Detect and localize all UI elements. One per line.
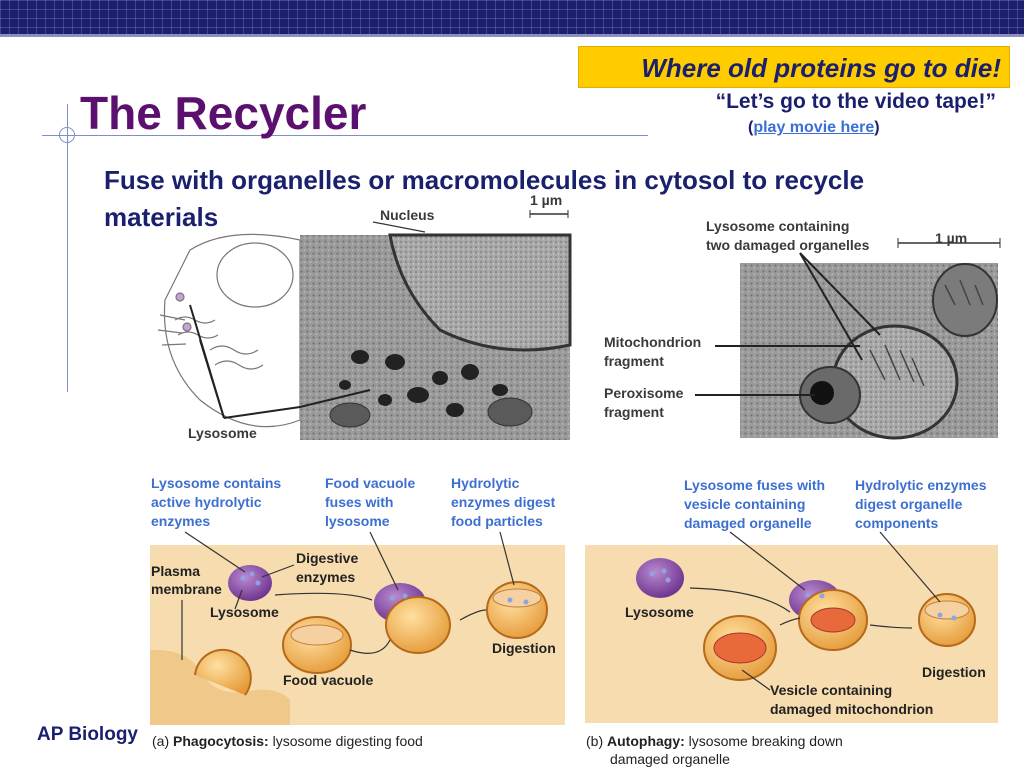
vertical-rule (67, 104, 68, 392)
cell-sketch (157, 233, 301, 428)
svg-text:components: components (855, 515, 938, 531)
video-quote: “Let’s go to the video tape!” (715, 90, 996, 113)
food-vacuole-label: Food vacuole (283, 672, 373, 688)
digestion-label-a: Digestion (492, 640, 556, 656)
title-rule (42, 135, 648, 136)
top-banner (0, 0, 1024, 34)
panel-a-step3: Hydrolytic enzymes digest food particles (451, 475, 556, 529)
slide-title: The Recycler (80, 87, 367, 139)
svg-text:Food vacuole: Food vacuole (325, 475, 415, 491)
perox-label-1: Peroxisome (604, 385, 684, 401)
svg-text:lysosome: lysosome (325, 513, 390, 529)
svg-text:Plasma: Plasma (151, 563, 200, 579)
scale-label-right: 1 µm (935, 230, 967, 246)
svg-text:membrane: membrane (151, 581, 222, 597)
svg-text:vesicle containing: vesicle containing (684, 496, 805, 512)
perox-label-2: fragment (604, 404, 664, 420)
lysosome-label-left: Lysosome (188, 425, 257, 441)
svg-text:damaged organelle: damaged organelle (610, 751, 730, 767)
plasma-membrane-label: Plasma membrane (151, 563, 222, 597)
vesicle-label: Vesicle containing damaged mitochondrion (770, 682, 933, 717)
svg-text:food particles: food particles (451, 513, 543, 529)
svg-text:enzymes: enzymes (296, 569, 355, 585)
svg-text:Vesicle containing: Vesicle containing (770, 682, 892, 698)
svg-text:enzymes digest: enzymes digest (451, 494, 556, 510)
lysosome-label-b: Lysosome (625, 604, 694, 620)
panel-b-step1: Lysosome fuses with vesicle containing d… (684, 477, 825, 531)
svg-text:Hydrolytic: Hydrolytic (451, 475, 520, 491)
crosshair-decoration (59, 127, 75, 143)
right-top-label-2: two damaged organelles (706, 237, 870, 253)
svg-text:Lysosome contains: Lysosome contains (151, 475, 281, 491)
svg-text:active hydrolytic: active hydrolytic (151, 494, 262, 510)
panel-b (585, 531, 998, 723)
micrograph-right (695, 238, 1001, 440)
svg-text:damaged mitochondrion: damaged mitochondrion (770, 701, 933, 717)
digestion-label-b: Digestion (922, 664, 986, 680)
top-banner-edge (0, 34, 1024, 37)
movie-paren-close: ) (874, 119, 880, 136)
svg-text:(b) Autophagy: lysosome breaki: (b) Autophagy: lysosome breaking down (586, 733, 843, 749)
callout-box: Where old proteins go to die! (578, 46, 1010, 88)
bullet-text: Fuse with organelles or macromolecules i… (104, 165, 865, 232)
play-movie-link[interactable]: play movie here (753, 119, 875, 136)
svg-text:enzymes: enzymes (151, 513, 210, 529)
caption-a: (a) Phagocytosis: lysosome digesting foo… (152, 733, 423, 749)
svg-text:Lysosome fuses with: Lysosome fuses with (684, 477, 825, 493)
svg-text:fuses with: fuses with (325, 494, 393, 510)
lysosome-label-a: Lysosome (210, 604, 279, 620)
digestive-enzymes-label: Digestive enzymes (296, 550, 358, 585)
movie-line: (play movie here) (748, 119, 880, 137)
svg-text:Digestive: Digestive (296, 550, 358, 566)
svg-text:digest organelle: digest organelle (855, 496, 963, 512)
svg-text:damaged organelle: damaged organelle (684, 515, 812, 531)
movie-paren-open: ( (748, 119, 754, 136)
panel-a-step2: Food vacuole fuses with lysosome (325, 475, 415, 529)
micrograph-left (189, 210, 572, 440)
callout-text: Where old proteins go to die! (641, 53, 1001, 83)
mito-label-1: Mitochondrion (604, 334, 701, 350)
panel-b-step2: Hydrolytic enzymes digest organelle comp… (855, 477, 987, 531)
caption-b: (b) Autophagy: lysosome breaking down da… (586, 733, 843, 767)
panel-a (150, 531, 565, 725)
mito-label-2: fragment (604, 353, 664, 369)
footer-label: AP Biology (37, 724, 138, 745)
panel-a-step1: Lysosome contains active hydrolytic enzy… (151, 475, 281, 529)
svg-text:Hydrolytic enzymes: Hydrolytic enzymes (855, 477, 987, 493)
